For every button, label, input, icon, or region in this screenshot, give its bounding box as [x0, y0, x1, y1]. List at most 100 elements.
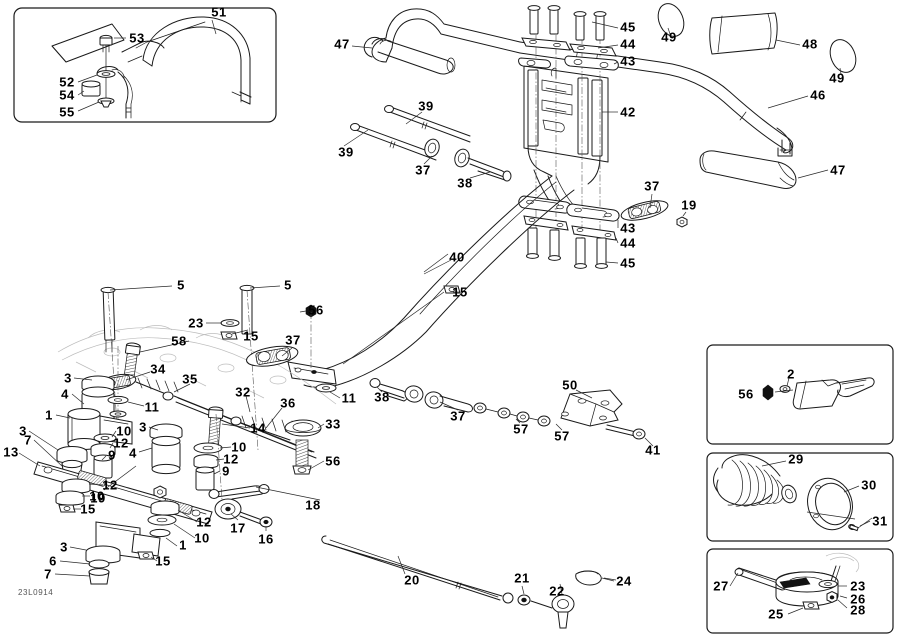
callout-15: 15 — [243, 328, 259, 344]
callout-15: 15 — [452, 284, 468, 300]
callout-10: 10 — [231, 439, 247, 455]
callout-5: 5 — [177, 277, 185, 293]
callout-32: 32 — [235, 384, 251, 400]
callout-37: 37 — [415, 162, 431, 178]
callout-6: 6 — [49, 553, 57, 569]
callout-27: 27 — [713, 578, 729, 594]
inset-handlebar-grip-art — [51, 16, 252, 119]
callout-3: 3 — [139, 419, 147, 435]
callout-45: 45 — [620, 255, 636, 271]
callout-12: 12 — [196, 514, 212, 530]
handlebar-assembly-art — [363, 3, 857, 269]
left-spindle-stack-art — [33, 284, 317, 585]
callout-7: 7 — [44, 566, 52, 582]
callout-49: 49 — [661, 29, 677, 45]
diagram-code-label: 23L0914 — [18, 588, 54, 597]
callout-43: 43 — [620, 53, 636, 69]
callout-37: 37 — [285, 332, 301, 348]
callout-4: 4 — [129, 445, 137, 461]
tie-rod-right-art — [342, 285, 654, 447]
callout-18: 18 — [305, 497, 321, 513]
callout-54: 54 — [59, 87, 75, 103]
callout-12: 12 — [223, 451, 239, 467]
callout-28: 28 — [850, 602, 866, 618]
callout-3: 3 — [64, 370, 72, 386]
callout-10: 10 — [116, 423, 132, 439]
callout-40: 40 — [449, 249, 465, 265]
callout-17: 17 — [230, 520, 246, 536]
callout-16: 16 — [258, 531, 274, 547]
callout-52: 52 — [59, 74, 75, 90]
callout-57: 57 — [554, 428, 570, 444]
callout-9: 9 — [108, 447, 116, 463]
callout-22: 22 — [549, 583, 565, 599]
callout-30: 30 — [861, 477, 877, 493]
callout-1: 1 — [179, 537, 187, 553]
link-rod-assembly-art — [350, 105, 512, 182]
callout-47: 47 — [830, 162, 846, 178]
callout-47: 47 — [334, 36, 350, 52]
callout-48: 48 — [802, 36, 818, 52]
callout-15: 15 — [155, 553, 171, 569]
callout-10: 10 — [194, 530, 210, 546]
callout-39: 39 — [418, 98, 434, 114]
inset-frames — [13, 7, 894, 634]
callout-10: 10 — [89, 488, 105, 504]
callout-56: 56 — [308, 302, 324, 318]
callout-37: 37 — [450, 408, 466, 424]
callout-41: 41 — [645, 442, 661, 458]
callout-23: 23 — [188, 315, 204, 331]
callout-39: 39 — [338, 144, 354, 160]
throttle-lever-inset-art — [762, 377, 875, 410]
callout-34: 34 — [150, 361, 166, 377]
callout-38: 38 — [457, 175, 473, 191]
callout-12: 12 — [102, 477, 118, 493]
callout-2: 2 — [787, 366, 795, 382]
callout-11: 11 — [144, 399, 160, 415]
steering-column-art — [287, 175, 575, 388]
callout-36: 36 — [280, 395, 296, 411]
callout-50: 50 — [562, 377, 578, 393]
callout-38: 38 — [374, 389, 390, 405]
callout-29: 29 — [788, 451, 804, 467]
callout-57: 57 — [513, 421, 529, 437]
callout-58: 58 — [171, 333, 187, 349]
callout-11: 11 — [341, 390, 357, 406]
callout-43: 43 — [620, 220, 636, 236]
callout-25: 25 — [768, 606, 784, 622]
callout-53: 53 — [129, 30, 145, 46]
callout-1: 1 — [45, 407, 53, 423]
callout-33: 33 — [325, 416, 341, 432]
right-spindle-stack-art — [149, 304, 337, 501]
callout-42: 42 — [620, 104, 636, 120]
callout-24: 24 — [616, 573, 632, 589]
callout-56: 56 — [738, 386, 754, 402]
callout-5: 5 — [284, 277, 292, 293]
callout-13: 13 — [3, 444, 19, 460]
callout-31: 31 — [872, 513, 888, 529]
callout-21: 21 — [514, 570, 530, 586]
callout-7: 7 — [24, 432, 32, 448]
callout-4: 4 — [61, 386, 69, 402]
callout-14: 14 — [250, 420, 266, 436]
callout-55: 55 — [59, 104, 75, 120]
callout-19: 19 — [681, 197, 697, 213]
callout-20: 20 — [404, 572, 420, 588]
callout-3: 3 — [19, 423, 27, 439]
callout-19: 19 — [90, 490, 106, 506]
callout-44: 44 — [620, 36, 636, 52]
drag-link-art — [208, 484, 617, 629]
callout-45: 45 — [620, 19, 636, 35]
callout-37: 37 — [644, 178, 660, 194]
callout-46: 46 — [810, 87, 826, 103]
callout-51: 51 — [211, 4, 227, 20]
callout-56: 56 — [325, 453, 341, 469]
callout-44: 44 — [620, 235, 636, 251]
callout-49: 49 — [829, 70, 845, 86]
callout-15: 15 — [80, 501, 96, 517]
leader-lines — [18, 21, 871, 595]
callout-3: 3 — [60, 539, 68, 555]
callout-9: 9 — [222, 463, 230, 479]
